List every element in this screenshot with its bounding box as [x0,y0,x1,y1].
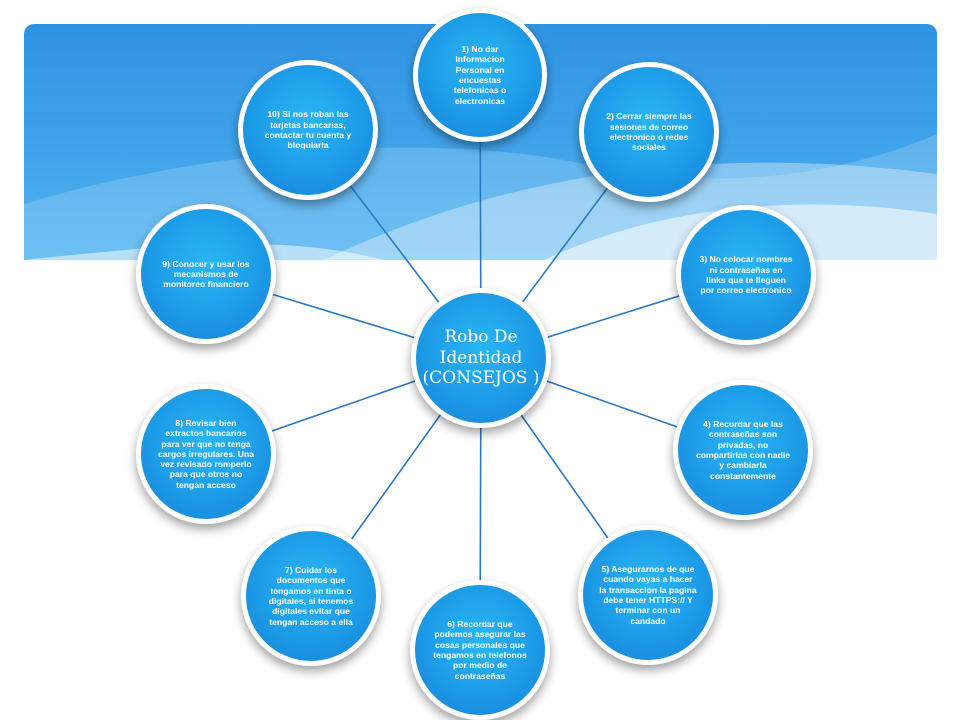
node-6: 6) Recordar que podemos asegurar las cos… [410,580,550,720]
node-8-label: 8) Revisar bien extractos bancarios para… [157,417,254,490]
node-8: 8) Revisar bien extractos bancarios para… [136,384,276,524]
node-3-label: 3) No colocar nombres ni contraseñas en … [699,254,793,296]
node-10-label: 10) Si nos roban las tarjetas bancarias,… [264,109,352,151]
node-2-label: 2) Cerrar siempre las sesiones de correo… [606,111,692,153]
node-1-label: 1) No dar Informacion Personal en encues… [453,44,507,106]
center-label: Robo De Identidad (CONSEJOS ) [422,326,540,389]
node-5: 5) Asegurarnos de que cuando vayas a hac… [578,525,718,665]
node-5-label: 5) Asegurarnos de que cuando vayas a hac… [599,564,697,626]
node-4-label: 4) Recordar que las contraseñas son priv… [695,419,791,481]
node-2: 2) Cerrar siempre las sesiones de correo… [579,62,719,202]
node-7-label: 7) Cuidar los documentos que tengamos en… [268,565,354,627]
node-9-label: 9) Conocer y usar los mecanismos de moni… [162,258,250,290]
node-6-label: 6) Recordar que podemos asegurar las cos… [433,619,527,681]
center-node: Robo De Identidad (CONSEJOS ) [411,288,551,428]
node-7: 7) Cuidar los documentos que tengamos en… [241,526,381,666]
node-10: 10) Si nos roban las tarjetas bancarias,… [238,60,378,200]
node-9: 9) Conocer y usar los mecanismos de moni… [136,204,276,344]
node-4: 4) Recordar que las contraseñas son priv… [673,380,813,520]
node-3: 3) No colocar nombres ni contraseñas en … [676,205,816,345]
node-1: 1) No dar Informacion Personal en encues… [413,8,547,142]
